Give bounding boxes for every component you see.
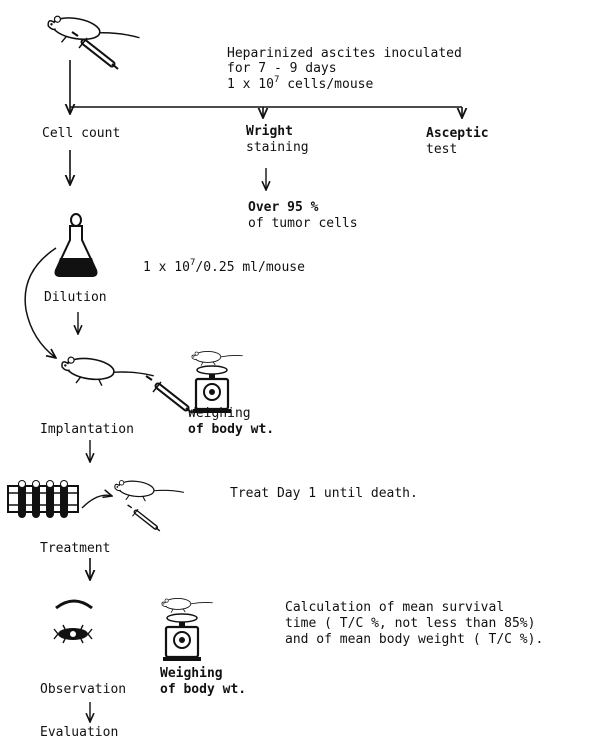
over-95-label: Over 95 % [248, 200, 319, 215]
calculation-line-2: time ( T/C %, not less than 85%) [285, 616, 536, 631]
scale-icon-1 [191, 350, 244, 415]
treatment-mouse-icon [112, 478, 186, 531]
dilution-label: Dilution [44, 290, 107, 305]
inoculation-count: 1 x 10 [227, 77, 274, 92]
curved-arrow-to-implantation [24, 247, 56, 358]
inoculation-line-2: for 7 - 9 days [227, 61, 337, 76]
staining-label: staining [246, 140, 309, 155]
body-wt-label-2: of body wt. [160, 682, 247, 697]
aseptic-test-label: test [426, 142, 458, 157]
dilution-concentration: 1 x 107/0.25 ml/mouse [143, 258, 305, 276]
inoculation-unit: cells/mouse [279, 77, 374, 92]
inoculation-mouse-icon [44, 13, 142, 69]
dilution-count: 1 x 10 [143, 260, 190, 275]
scale-icon-2 [161, 597, 214, 663]
body-wt-label-1: of body wt. [188, 422, 275, 437]
dilution-exponent: 7 [189, 258, 196, 268]
weighing-label-2: Weighing [160, 666, 223, 681]
calculation-line-1: Calculation of mean survival [285, 600, 505, 615]
treatment-label: Treatment [40, 541, 111, 556]
aseptic-label: Asceptic [426, 126, 489, 141]
cell-count-label: Cell count [42, 126, 121, 141]
arrow-rack-to-mouse [81, 495, 112, 509]
treatment-note: Treat Day 1 until death. [230, 486, 418, 501]
wright-label: Wright [246, 124, 293, 139]
observation-label: Observation [40, 682, 127, 697]
flask-icon [54, 213, 98, 277]
implantation-mouse-icon [58, 354, 192, 413]
eye-icon [53, 599, 93, 644]
test-tube-rack-icon [7, 480, 79, 518]
inoculation-exponent: 7 [273, 75, 280, 85]
evaluation-label: Evaluation [40, 725, 119, 740]
dilution-volume: /0.25 ml/mouse [195, 260, 305, 275]
weighing-label-1: Weighing [188, 406, 251, 421]
inoculation-line-3: 1 x 107 cells/mouse [227, 75, 374, 93]
inoculation-line-1: Heparinized ascites inoculated [227, 46, 462, 61]
tumor-cells-label: of tumor cells [248, 216, 358, 231]
implantation-label: Implantation [40, 422, 134, 437]
calculation-line-3: and of mean body weight ( T/C %). [285, 632, 544, 647]
